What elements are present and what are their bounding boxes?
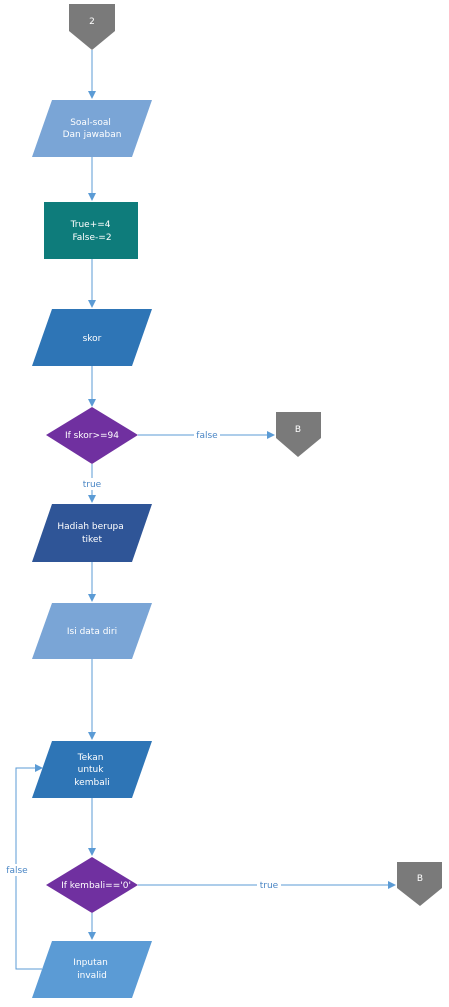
decision-score-label: If skor>=94: [65, 431, 119, 441]
edge-label-back-false: false: [6, 866, 28, 876]
start-connector-label: 2: [89, 17, 95, 27]
fill-data-shape: [32, 603, 152, 659]
scoring-label: True+=4 False-=2: [70, 220, 114, 243]
prize-shape: [32, 504, 152, 562]
questions-shape: [32, 100, 152, 157]
decision-score-shape: [46, 407, 138, 464]
connector-b2-label: B: [417, 874, 423, 884]
connector-b1-label: B: [295, 425, 301, 435]
score-label: skor: [83, 334, 102, 344]
questions-label: Soal-soal Dan jawaban: [63, 118, 122, 140]
edge-label-score-false: false: [196, 431, 218, 441]
edge-label-back-true: true: [260, 881, 279, 891]
prize-label: Hadiah berupa tiket: [57, 522, 126, 545]
start-connector-shape: [69, 4, 115, 50]
connector-b2-shape: [397, 862, 442, 906]
score-shape: [32, 309, 152, 366]
press-back-label: Tekan untuk kembali: [74, 753, 109, 788]
edge-label-score-true: true: [83, 480, 102, 490]
decision-back-label: If kembali=='0': [61, 881, 131, 891]
connector-b1-shape: [276, 412, 321, 457]
press-back-shape: [32, 741, 152, 798]
decision-back-shape: [46, 857, 138, 913]
scoring-shape: [44, 202, 138, 259]
invalid-label: Inputan invalid: [73, 958, 110, 981]
invalid-shape: [32, 941, 152, 998]
fill-data-label: Isi data diri: [67, 627, 117, 637]
